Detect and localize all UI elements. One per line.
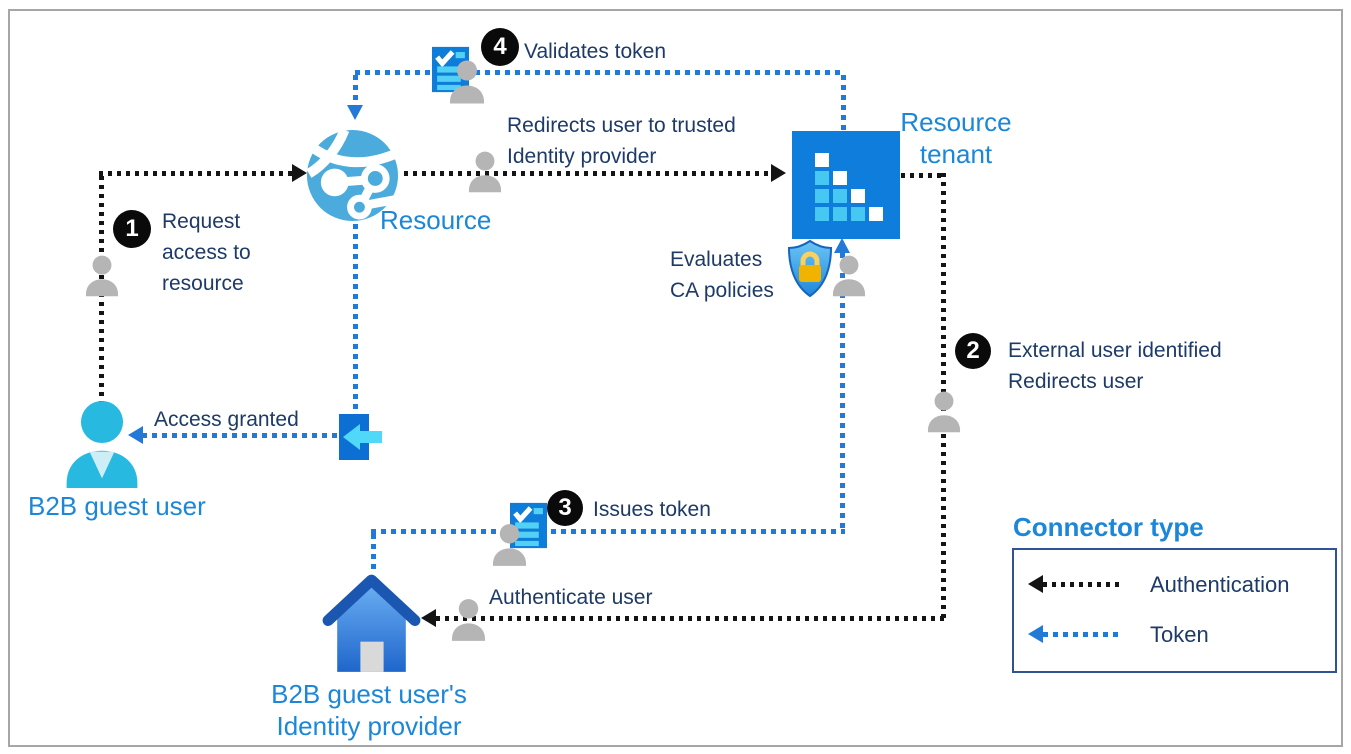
person-icon-validates bbox=[449, 58, 485, 105]
connector-validates-vertical-left bbox=[353, 75, 358, 106]
connector-issues-vertical-right bbox=[840, 253, 845, 532]
annotation-authenticate-user: Authenticate user bbox=[489, 586, 653, 609]
step-text-3: Issues token bbox=[593, 498, 711, 521]
annotation-access-granted: Access granted bbox=[154, 408, 299, 431]
person-icon-external bbox=[927, 388, 961, 435]
arrowhead-up-into-tenant bbox=[834, 238, 850, 253]
connector-external-horizontal-top bbox=[901, 173, 945, 178]
arrowhead-into-tenant bbox=[771, 164, 786, 182]
step-text-2: External user identified Redirects user bbox=[1008, 339, 1222, 393]
arrowhead-into-identity-provider bbox=[421, 609, 436, 627]
step-badge-3: 3 bbox=[547, 490, 583, 526]
arrowhead-into-resource bbox=[292, 164, 307, 182]
person-icon-redirect bbox=[468, 148, 502, 195]
legend-auth-connector-sample bbox=[1043, 582, 1123, 587]
resource-globe-icon bbox=[305, 128, 400, 223]
legend-token-connector-sample bbox=[1043, 632, 1123, 637]
connector-validates-vertical-right bbox=[841, 75, 846, 131]
diagram-border bbox=[8, 9, 1343, 747]
connector-authenticate-horizontal bbox=[436, 616, 945, 621]
legend-box bbox=[1012, 548, 1337, 673]
arrowhead-into-guest-user bbox=[128, 426, 143, 444]
legend-auth-arrowhead bbox=[1028, 575, 1043, 593]
annotation-evaluates: Evaluates CA policies bbox=[670, 248, 774, 302]
resource-tenant-icon bbox=[792, 131, 900, 239]
connector-issues-vertical-left bbox=[371, 534, 376, 570]
person-icon-authenticate bbox=[451, 596, 486, 643]
conditional-access-shield-icon bbox=[787, 239, 833, 298]
step-badge-1: 1 bbox=[113, 210, 151, 248]
legend-token-arrowhead bbox=[1028, 625, 1043, 643]
identity-provider-house-icon bbox=[321, 567, 422, 680]
identity-provider-label: B2B guest user's Identity provider bbox=[271, 679, 467, 741]
connector-redirect-horizontal bbox=[404, 171, 772, 176]
step-text-4: Validates token bbox=[524, 40, 667, 63]
resource-tenant-label: Resource tenant bbox=[900, 107, 1012, 169]
connector-request-horizontal bbox=[99, 171, 293, 176]
sign-in-icon bbox=[339, 414, 391, 460]
annotation-redirects: Redirects user to trusted Identity provi… bbox=[507, 114, 736, 168]
b2b-guest-user-icon bbox=[62, 400, 142, 488]
person-icon-request bbox=[85, 252, 119, 299]
person-icon-issues bbox=[492, 521, 527, 568]
legend-title: Connector type bbox=[1013, 512, 1204, 542]
connector-validates-horizontal bbox=[355, 70, 843, 75]
legend-label-token: Token bbox=[1150, 622, 1209, 647]
step-badge-2: 2 bbox=[955, 333, 991, 369]
connector-access-vertical bbox=[353, 224, 358, 416]
step-text-1: Request access to resource bbox=[162, 210, 251, 295]
step-badge-4: 4 bbox=[481, 28, 519, 66]
connector-access-horizontal bbox=[142, 433, 343, 438]
person-icon-evaluates bbox=[832, 252, 866, 299]
connector-issues-horizontal bbox=[371, 529, 845, 534]
resource-label: Resource bbox=[380, 205, 492, 235]
b2b-guest-user-label: B2B guest user bbox=[28, 491, 206, 521]
arrowhead-down-into-resource bbox=[347, 105, 363, 120]
legend-label-authentication: Authentication bbox=[1150, 572, 1290, 597]
